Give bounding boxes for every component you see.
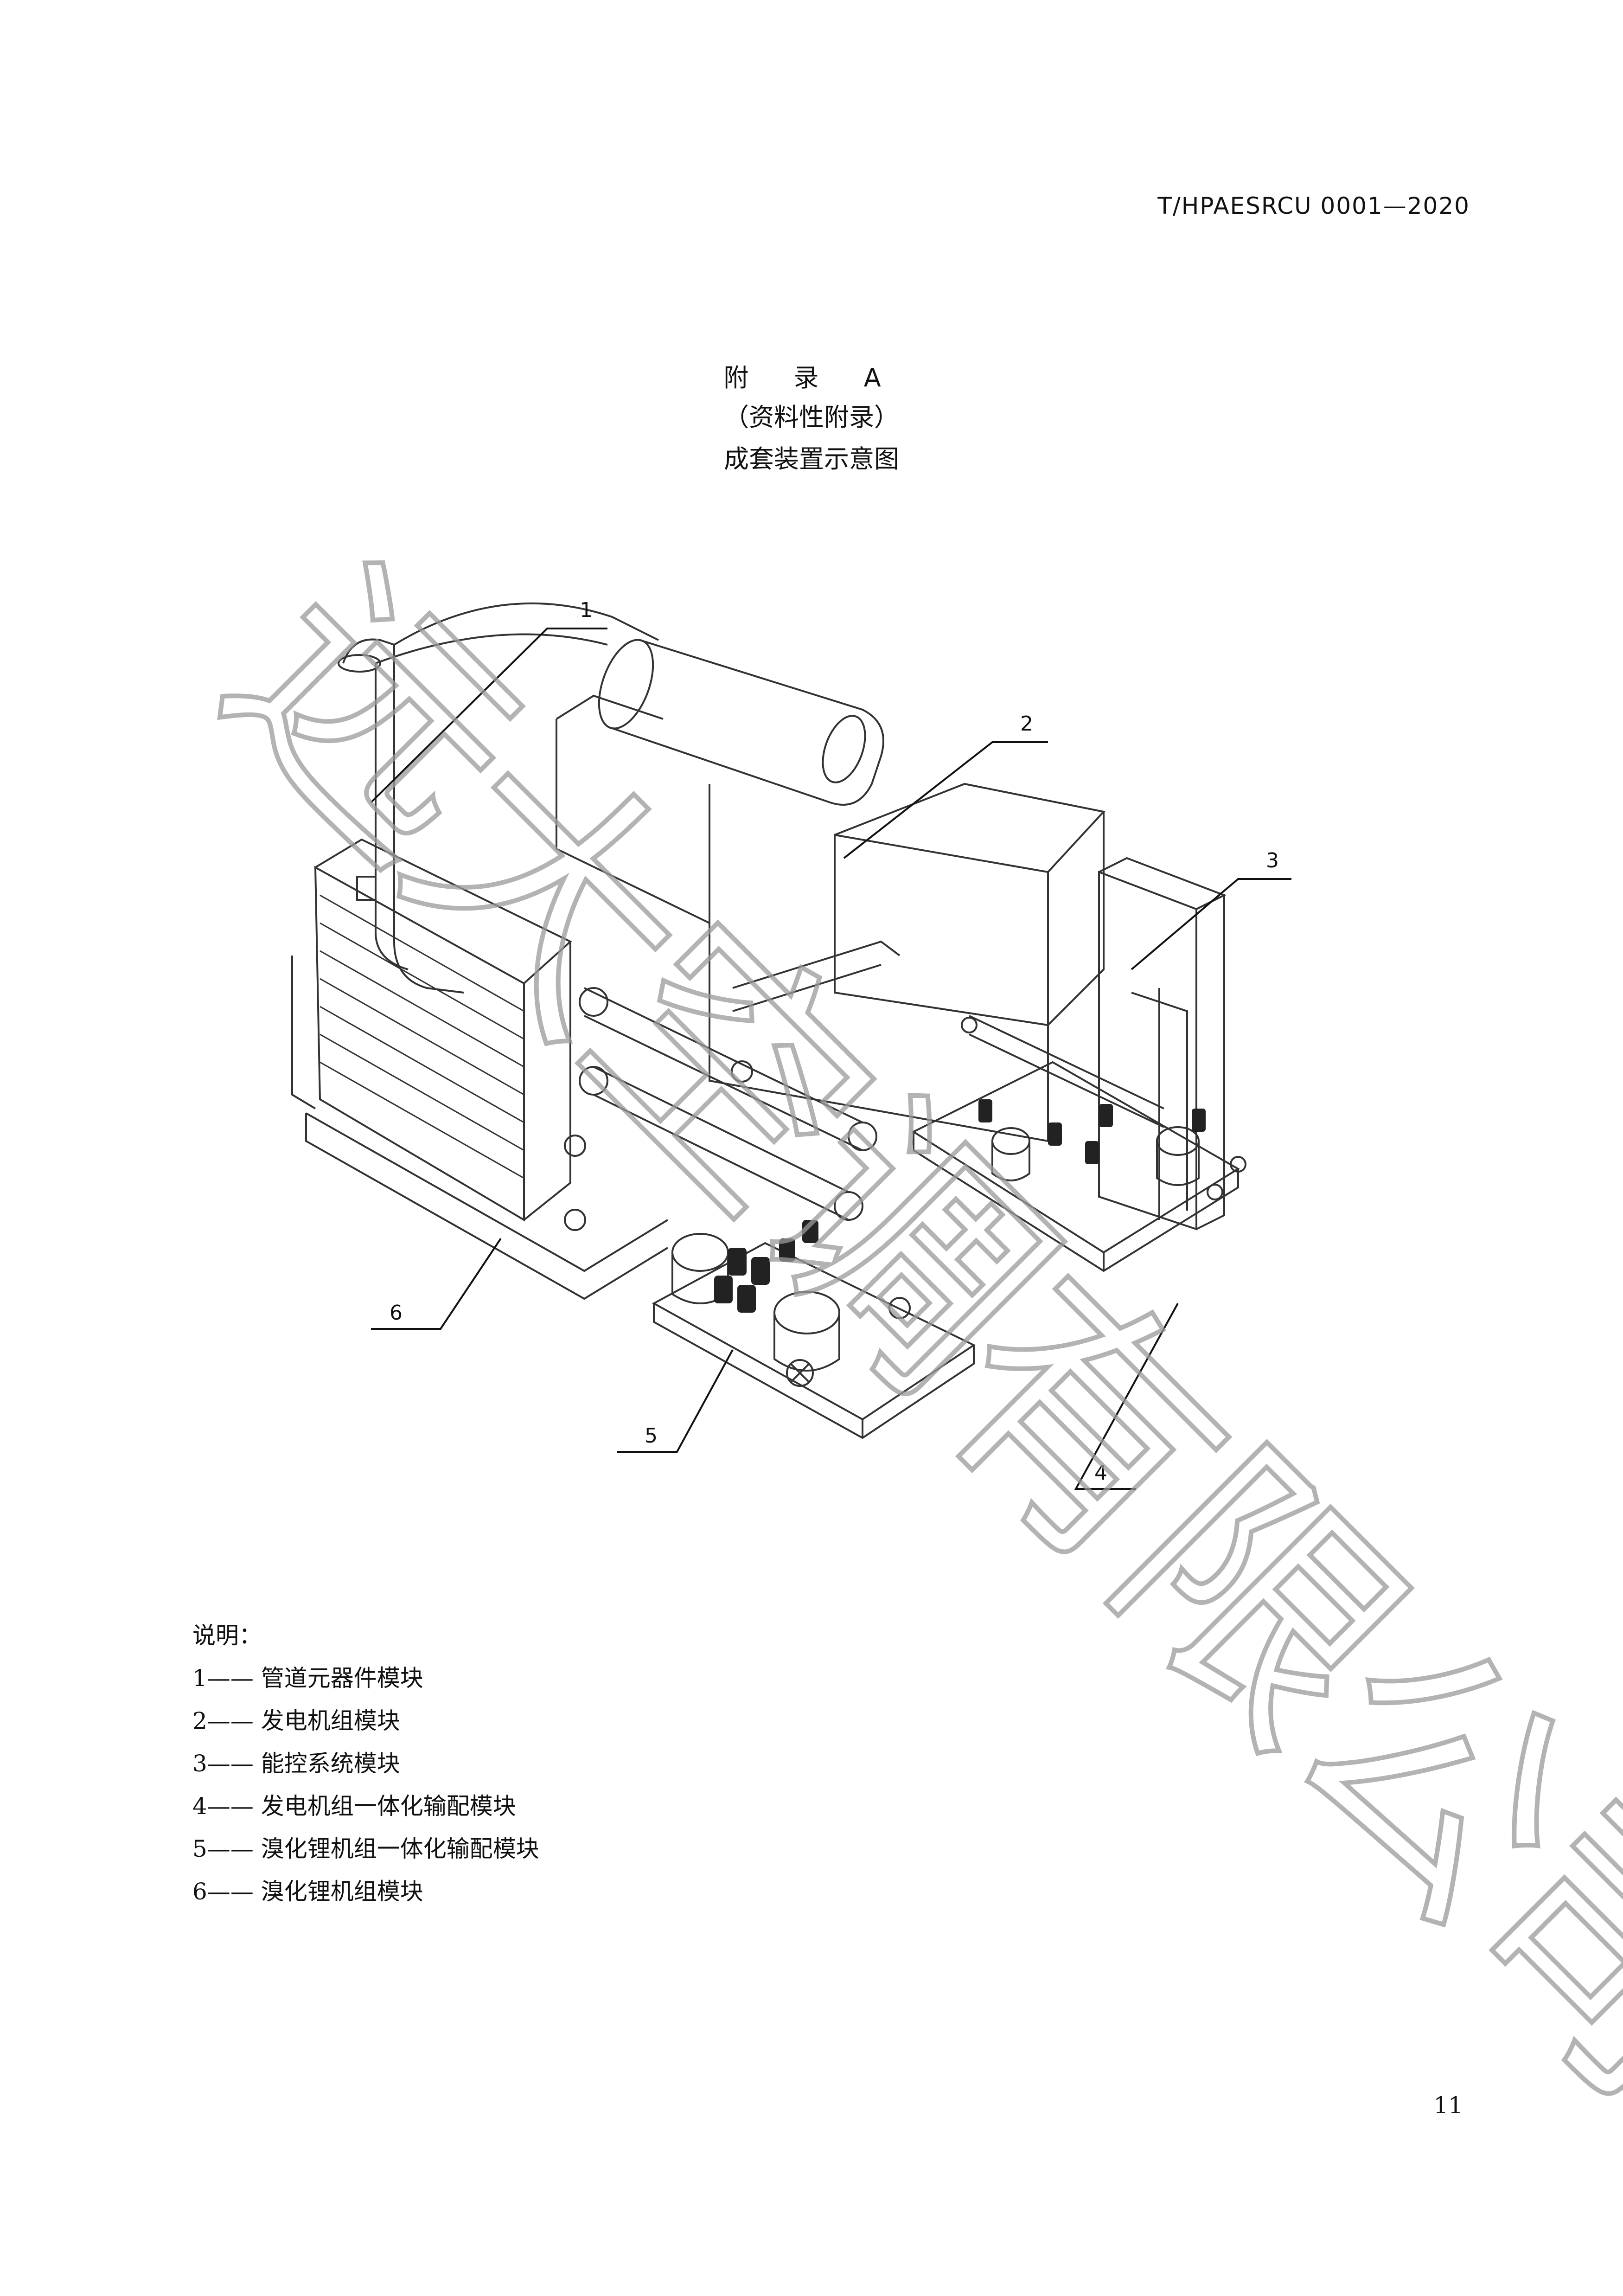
legend-dash: —— bbox=[207, 1707, 254, 1734]
equipment-diagram: 1 2 3 4 5 6 bbox=[291, 598, 1291, 1490]
legend-dash: —— bbox=[207, 1750, 254, 1777]
callout-2: 2 bbox=[1020, 712, 1033, 736]
legend-number: 2 bbox=[192, 1707, 207, 1734]
legend-number: 5 bbox=[192, 1835, 207, 1862]
legend-item: 2—— 发电机组模块 bbox=[192, 1700, 539, 1742]
legend-item: 5—— 溴化锂机组一体化输配模块 bbox=[192, 1828, 539, 1870]
legend-dash: —— bbox=[207, 1665, 254, 1692]
legend-number: 1 bbox=[192, 1665, 207, 1692]
legend-dash: —— bbox=[207, 1878, 254, 1905]
figure-caption: 成套装置示意图 bbox=[724, 444, 899, 474]
legend-number: 4 bbox=[192, 1793, 207, 1820]
legend-text: 发电机组模块 bbox=[261, 1707, 400, 1734]
legend-text: 管道元器件模块 bbox=[261, 1665, 423, 1692]
legend-item: 6—— 溴化锂机组模块 bbox=[192, 1870, 539, 1913]
legend-text: 发电机组一体化输配模块 bbox=[261, 1793, 516, 1820]
standard-code: T/HPAESRCU 0001—2020 bbox=[1157, 192, 1470, 219]
appendix-subtitle: （资料性附录） bbox=[724, 403, 899, 432]
callout-4: 4 bbox=[1094, 1461, 1107, 1485]
legend-title: 说明： bbox=[192, 1622, 262, 1649]
legend-dash: —— bbox=[207, 1793, 254, 1820]
legend-text: 溴化锂机组模块 bbox=[261, 1878, 423, 1905]
callout-6: 6 bbox=[390, 1301, 403, 1325]
legend-text: 溴化锂机组一体化输配模块 bbox=[261, 1835, 539, 1862]
legend-item: 3—— 能控系统模块 bbox=[192, 1742, 539, 1785]
page-number: 11 bbox=[1433, 2092, 1463, 2119]
legend-text: 能控系统模块 bbox=[261, 1750, 400, 1777]
appendix-title: 附 录 A bbox=[723, 363, 900, 392]
legend-item: 4—— 发电机组一体化输配模块 bbox=[192, 1785, 539, 1828]
callout-1: 1 bbox=[580, 598, 593, 622]
legend-item: 1—— 管道元器件模块 bbox=[192, 1657, 539, 1700]
legend-dash: —— bbox=[207, 1835, 254, 1862]
callout-3: 3 bbox=[1266, 849, 1279, 872]
legend-number: 6 bbox=[192, 1878, 207, 1905]
legend-number: 3 bbox=[192, 1750, 207, 1777]
legend: 说明： 1—— 管道元器件模块 2—— 发电机组模块 3—— 能控系统模块 4—… bbox=[192, 1614, 539, 1913]
callout-5: 5 bbox=[645, 1424, 658, 1448]
